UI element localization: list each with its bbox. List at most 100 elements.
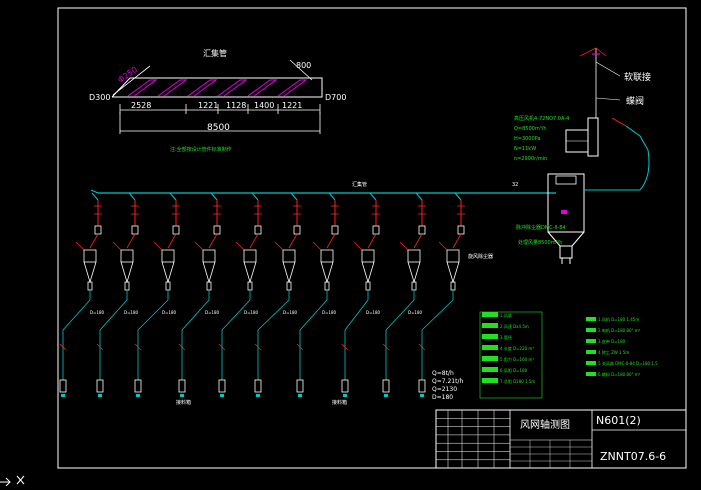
drop-diameter-label: D=180 bbox=[322, 310, 337, 315]
branch-inlet-hatch bbox=[157, 79, 188, 97]
collector-branch-hatches bbox=[127, 79, 308, 97]
drawing-frame bbox=[57, 7, 687, 469]
drop-diameter-label: D=180 bbox=[244, 310, 259, 315]
flow-note-1: Q=8t/h bbox=[432, 370, 454, 377]
cyclone-body bbox=[243, 249, 257, 263]
segment-dimension: 1221 bbox=[282, 101, 302, 110]
ucs-cursor-icon bbox=[0, 475, 25, 486]
cyclone-body bbox=[446, 249, 460, 263]
branch-drop bbox=[296, 192, 339, 397]
feed-hopper bbox=[96, 379, 104, 393]
fan-assembly: 软联接 蝶阀 高压风机4-72NO7.0A-4 Q=8500m³/h H=300… bbox=[514, 47, 651, 162]
cyclone-cone bbox=[202, 261, 216, 284]
legend-left-row: 6.局阻 D=180 bbox=[500, 367, 528, 373]
cyclone-cone bbox=[83, 261, 97, 284]
pitch-leader bbox=[289, 59, 313, 81]
valve-label: 蝶阀 bbox=[626, 95, 644, 107]
drop-diameter-label: D=180 bbox=[162, 310, 177, 315]
fan-spec-3: H=3000Pa bbox=[514, 136, 541, 142]
fan-flex-label: 软联接 bbox=[624, 71, 651, 83]
drop-diameter-label: D=180 bbox=[205, 310, 220, 315]
legend-left-row: 5.阻力 D=160 m³ bbox=[500, 356, 534, 362]
cyclone-body bbox=[161, 249, 175, 263]
legend-right-row: 5.关风器 DMC-II-84 D=180 1.5 bbox=[598, 360, 658, 366]
branch-drop bbox=[178, 192, 221, 397]
right-end-label: D700 bbox=[325, 93, 346, 102]
fan-spec-2: Q=8500m³/h bbox=[514, 126, 547, 132]
feed-hopper bbox=[418, 379, 426, 393]
legend-left-row: 3.管径 bbox=[500, 334, 512, 340]
branch-inlet-hatch bbox=[127, 79, 158, 97]
branch-drop bbox=[134, 192, 180, 397]
collector-top-view: 汇集管 Φ250 800 D300 D700 2528 1221 1128 14… bbox=[89, 48, 346, 153]
cyclone-body bbox=[361, 249, 375, 263]
branch-drop bbox=[254, 192, 301, 397]
drop-diameter-label: D=180 bbox=[283, 310, 298, 315]
cyclone-body bbox=[282, 249, 296, 263]
bag-filter-body bbox=[547, 173, 585, 233]
legend-right-row: 2.电机 D=180 80° m³ bbox=[598, 327, 641, 333]
cyclone-cone bbox=[320, 261, 334, 284]
branch-drop bbox=[96, 192, 139, 397]
fan-spec-4: N=11kW bbox=[514, 146, 536, 152]
drop-diameter-label: D=180 bbox=[90, 310, 105, 315]
collector-outline bbox=[111, 77, 323, 98]
branch-inlet-hatch bbox=[187, 79, 218, 97]
bottom-label: 接料箱 bbox=[176, 399, 191, 406]
feed-hopper bbox=[382, 379, 390, 393]
branch-drop bbox=[418, 192, 465, 397]
fan-spec-1: 高压风机4-72NO7.0A-4 bbox=[514, 115, 569, 122]
feed-hopper bbox=[59, 379, 67, 393]
flow-note-2: Q=7.21t/h bbox=[432, 378, 463, 385]
legend-right-row: 6.输料 D=180 80° m³ bbox=[598, 371, 641, 377]
branch-inlet-hatch bbox=[217, 79, 248, 97]
bag-filter-assembly: 脉冲除尘器DMC-II-84 处理风量8500m³/h bbox=[516, 117, 650, 264]
fan-outlet-duct bbox=[625, 125, 650, 191]
feed-hopper bbox=[254, 379, 262, 393]
branch-inlet-hatch bbox=[277, 79, 308, 97]
cyclone-cone bbox=[282, 261, 296, 284]
drawing-code: ZNNT07.6-6 bbox=[600, 450, 666, 463]
main-duct-label: 汇集管 bbox=[352, 181, 367, 188]
flow-notes: Q=8t/h Q=7.21t/h Q=2130 D=180 bbox=[432, 370, 463, 401]
cyclone-body bbox=[202, 249, 216, 263]
feed-hopper bbox=[178, 379, 186, 393]
legend-left-row: 1.风量 bbox=[500, 312, 512, 318]
drop-diameter-label: D=180 bbox=[366, 310, 381, 315]
bottom-label: 接料箱 bbox=[332, 399, 347, 406]
drop-diameter-label: D=180 bbox=[408, 310, 423, 315]
cyclone-body bbox=[120, 249, 134, 263]
feed-hopper bbox=[296, 379, 304, 393]
branch-drop bbox=[382, 192, 426, 397]
filter-spec-1: 脉冲除尘器DMC-II-84 bbox=[516, 224, 566, 231]
top-view-title: 汇集管 bbox=[203, 48, 227, 58]
flow-note-4: D=180 bbox=[432, 394, 453, 401]
cyclone-cone bbox=[407, 261, 421, 284]
cyclone-body bbox=[320, 249, 334, 263]
legend-right-row: 3.皮带 D=180 bbox=[598, 338, 626, 344]
segment-dimension: 2528 bbox=[131, 101, 151, 110]
legend-right-row: 4.除尘 ZW 1.5m bbox=[598, 349, 629, 355]
legend-left-row: 7.总阻 D180 1.5m bbox=[500, 378, 535, 384]
segment-dimension: 1400 bbox=[254, 101, 274, 110]
fan-spec: 高压风机4-72NO7.0A-4 Q=8500m³/h H=3000Pa N=1… bbox=[514, 115, 569, 162]
filter-spec-2: 处理风量8500m³/h bbox=[518, 239, 562, 246]
diameter-leader bbox=[112, 65, 151, 96]
top-view-note: 注:全部按设计管件标准制作 bbox=[170, 146, 232, 153]
main-duct-tag: 32 bbox=[512, 182, 518, 188]
legend-left-row: 2.风速 Dx4.5m bbox=[500, 323, 529, 329]
branch-drop bbox=[341, 192, 380, 397]
segment-dimension: 1128 bbox=[226, 101, 246, 110]
cyclone-body bbox=[407, 249, 421, 263]
fan-spec-5: n=2900r/min bbox=[514, 156, 547, 162]
segment-dimension: 1221 bbox=[198, 101, 218, 110]
title-block: 风网轴测图 N601(2) ZNNT07.6-6 bbox=[435, 409, 687, 469]
total-dimension: 8500 bbox=[207, 123, 230, 133]
sheet-number: N601(2) bbox=[596, 414, 641, 427]
feed-hopper bbox=[218, 379, 226, 393]
